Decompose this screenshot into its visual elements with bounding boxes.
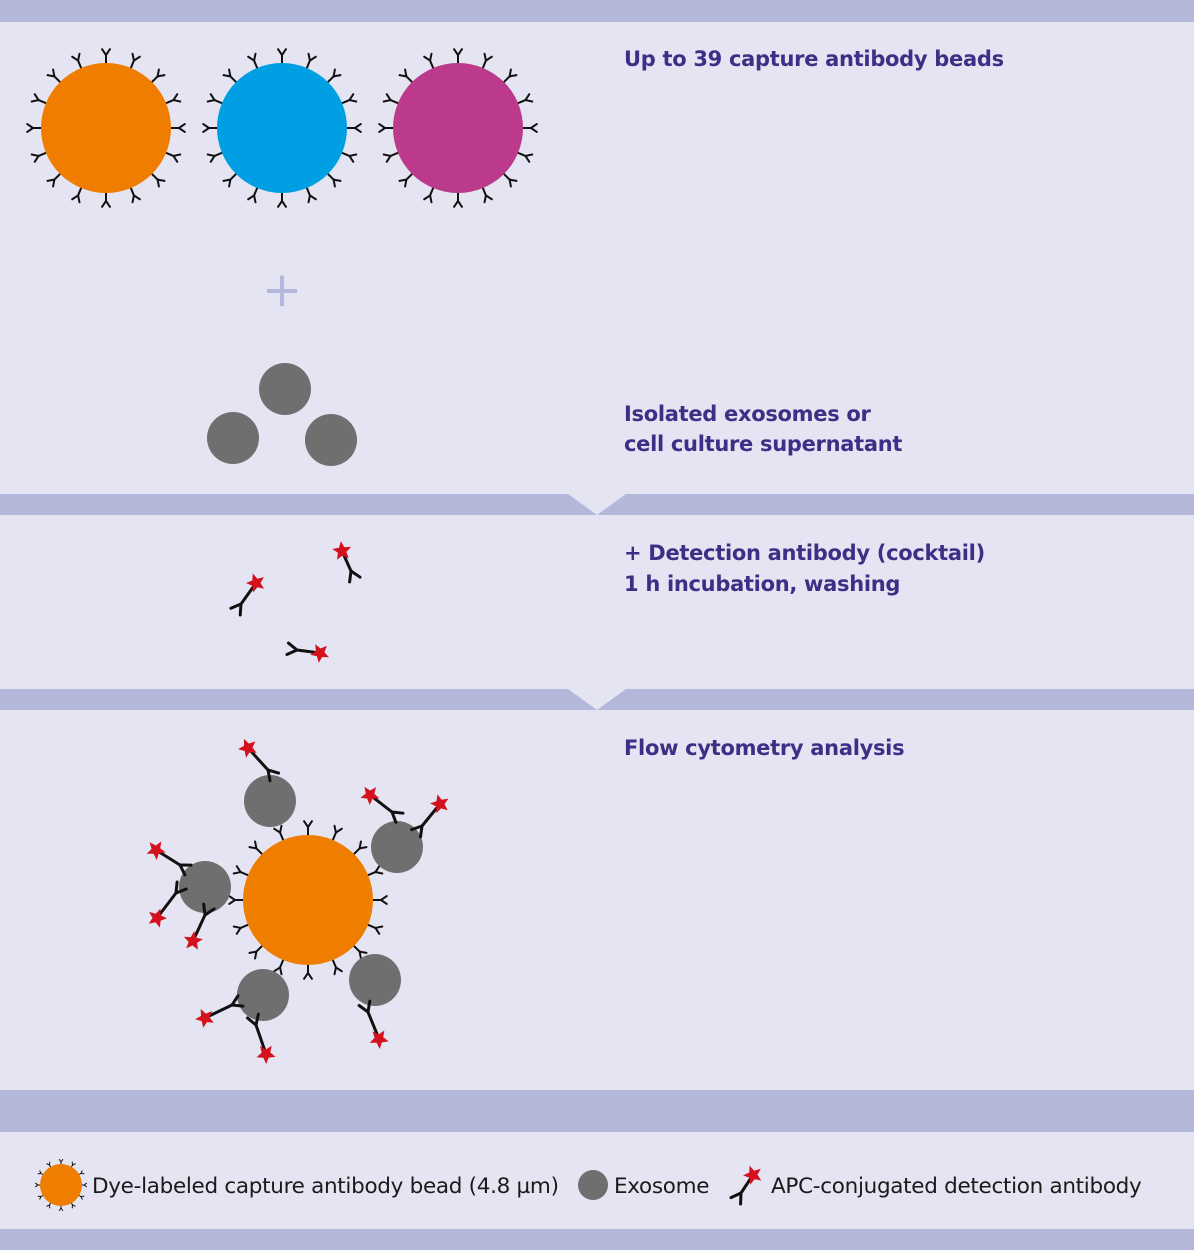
red-star-icon [310,644,329,663]
detection-antibody [238,738,281,783]
exosome [371,821,423,873]
plus-sign: + [262,262,302,318]
exosome [259,363,311,415]
red-star-icon [360,786,380,805]
red-star-icon [743,1165,762,1185]
legend-bead-icon [35,1159,87,1211]
divider-arrow-icon [0,689,1194,710]
detection-antibody [729,1165,762,1206]
legend-exosome-label: Exosome [614,1174,710,1199]
capture-bead-orange [26,48,186,208]
detection-antibody [285,641,329,663]
capture-bead-magenta [378,48,538,208]
red-star-icon [146,841,166,860]
detection-antibody [332,541,362,584]
legend-bead-label: Dye-labeled capture antibody bead (4.8 µ… [92,1174,559,1199]
red-star-icon [256,1045,276,1064]
capture-bead-blue [202,48,362,208]
legend-detection-antibody-icon [729,1165,762,1206]
detection-antibody [246,1012,276,1064]
exosome [305,414,357,466]
step2-line1: Isolated exosomes or [624,402,871,426]
exosome [244,775,296,827]
step4-title: Flow cytometry analysis [624,736,905,760]
red-star-icon [369,1030,389,1049]
capture-bead-orange [243,835,373,965]
legend-detection-label: APC-conjugated detection antibody [771,1174,1142,1199]
detection-antibody [360,786,405,824]
divider-arrow-icon [0,494,1194,515]
red-star-icon [148,908,167,928]
exosome [237,969,289,1021]
bead-body [41,63,171,193]
detection-antibody [183,902,216,950]
legend-exosome-icon [578,1170,608,1200]
detection-antibody [410,794,449,839]
exosome [349,954,401,1006]
red-star-icon [195,1009,214,1028]
red-star-icon [238,738,257,758]
step1-title: Up to 39 capture antibody beads [624,47,1004,71]
bead-body [393,63,523,193]
legend-top-band [0,1090,1194,1132]
red-star-icon [183,931,203,950]
detection-antibody [148,880,188,928]
bead-body [40,1164,82,1206]
detection-antibody [357,999,389,1049]
detection-antibodies [229,541,362,663]
detection-antibody [146,841,193,877]
bottom-band [0,1229,1194,1250]
red-star-icon [246,573,265,593]
exosome [179,861,231,913]
step2-line2: cell culture supernatant [624,432,903,456]
detection-antibody [195,994,245,1028]
bead-exosome-complex [146,738,449,1064]
red-star-icon [430,794,449,814]
top-band [0,0,1194,22]
bead-body [217,63,347,193]
red-star-icon [332,541,352,560]
step3-line1: + Detection antibody (cocktail) [624,541,985,565]
exosome [207,412,259,464]
detection-antibody [229,573,265,617]
step3-line2: 1 h incubation, washing [624,572,901,596]
